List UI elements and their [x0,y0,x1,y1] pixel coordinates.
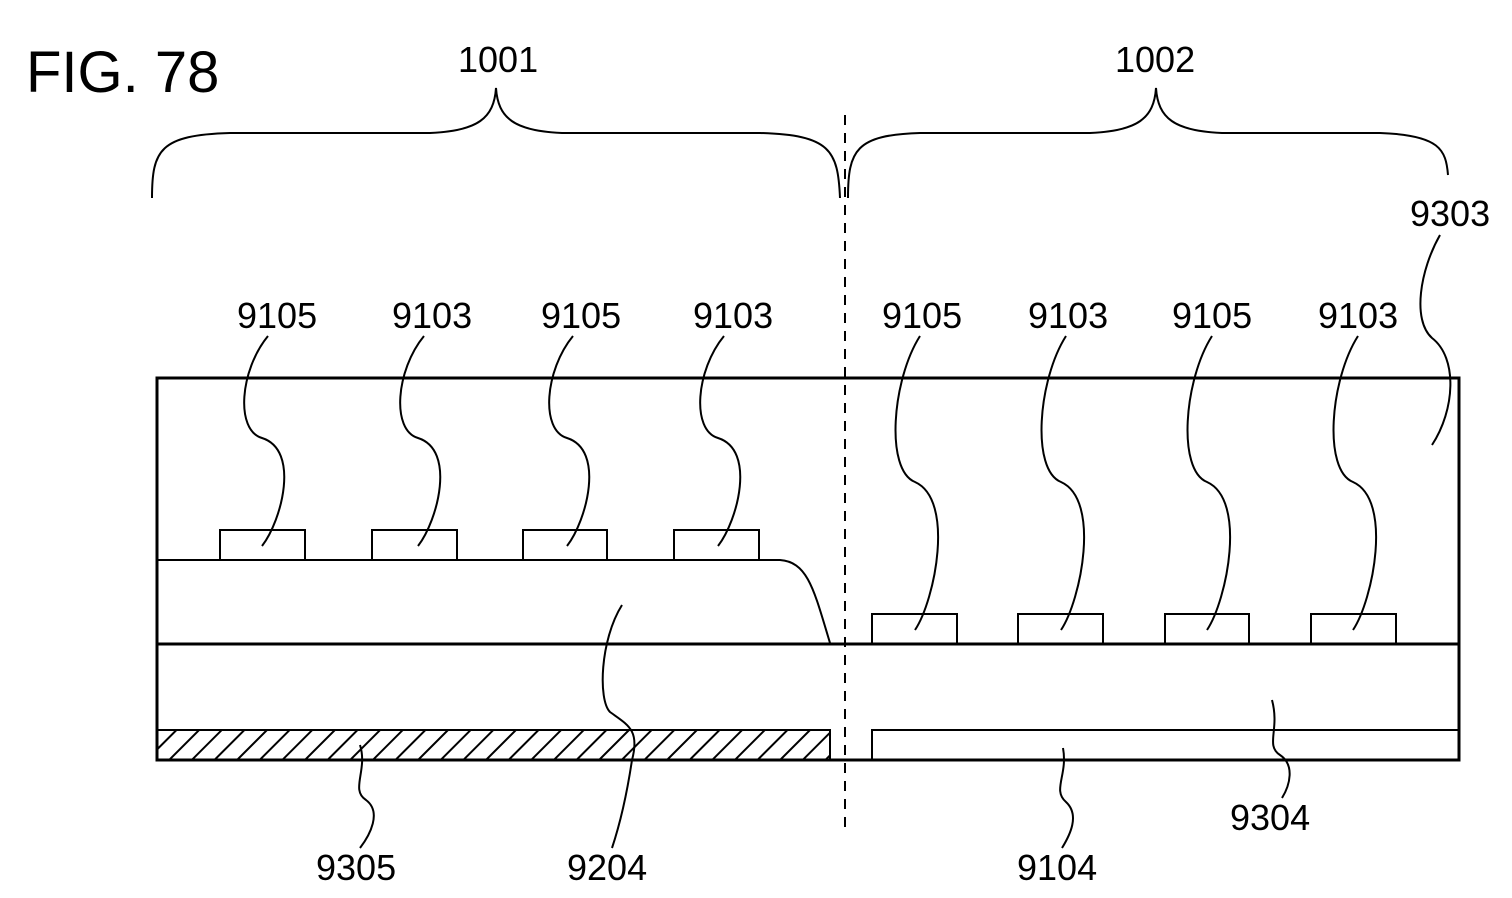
leader-layer-top [1420,235,1450,445]
region-label-1001: 1001 [458,39,538,80]
electrode-left-2 [372,530,457,560]
plain-layer-9104 [872,730,1459,760]
label-step-layer: 9204 [567,847,647,888]
brace-1001 [152,88,840,198]
electrode-left-3 [523,530,607,560]
label-elem-l2: 9103 [392,295,472,336]
leader-elem-r3 [1188,336,1231,630]
label-elem-r2: 9103 [1028,295,1108,336]
label-elem-l3: 9105 [541,295,621,336]
leader-step-layer [603,605,635,848]
electrode-left-4 [674,530,759,560]
step-layer-9204 [157,560,830,643]
region-label-1002: 1002 [1115,39,1195,80]
leader-elem-r2 [1042,336,1085,630]
label-elem-l4: 9103 [693,295,773,336]
leader-plain-layer [1060,748,1073,848]
leader-elem-r1 [896,336,939,630]
leader-elem-l1 [244,336,284,546]
label-middle-layer: 9304 [1230,797,1310,838]
leader-middle-layer [1272,700,1290,798]
label-elem-r1: 9105 [882,295,962,336]
label-hatched-layer: 9305 [316,847,396,888]
leader-elem-l4 [700,336,740,546]
figure-title: FIG. 78 [26,40,219,105]
hatched-layer-9305 [157,730,830,760]
label-plain-layer: 9104 [1017,847,1097,888]
leader-elem-l2 [400,336,440,546]
substrate-outline [157,378,1459,760]
label-layer-top: 9303 [1410,193,1490,234]
leader-elem-r4 [1334,336,1377,630]
label-elem-r3: 9105 [1172,295,1252,336]
brace-1002 [848,88,1448,198]
leader-elem-l3 [549,336,589,546]
label-elem-r4: 9103 [1318,295,1398,336]
label-elem-l1: 9105 [237,295,317,336]
